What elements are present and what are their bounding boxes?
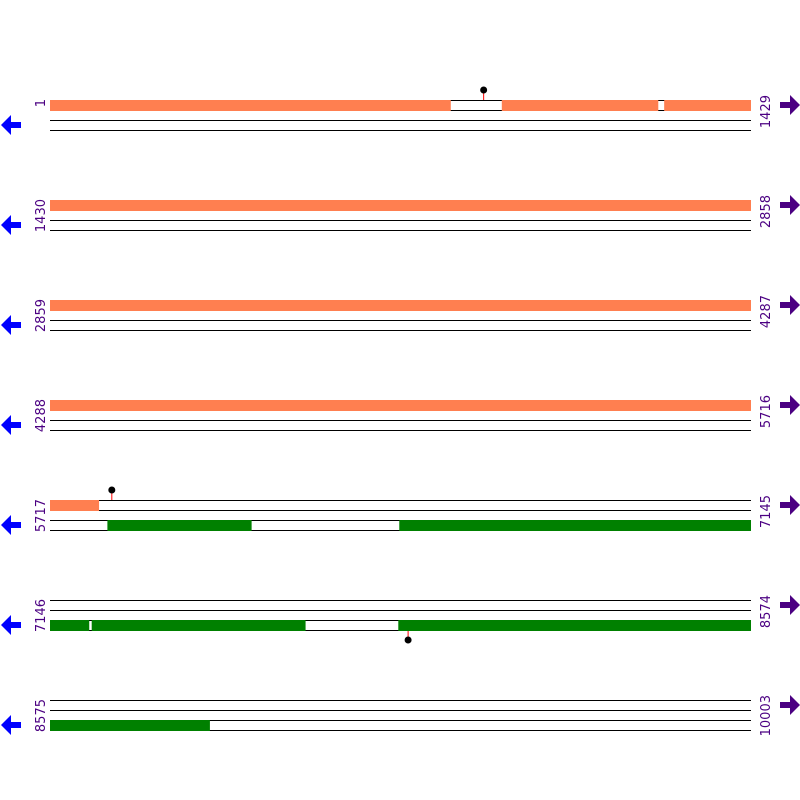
forward-feature[interactable] bbox=[501, 100, 659, 111]
right-arrow-icon[interactable] bbox=[780, 595, 800, 615]
sequence-row: 1 1429 bbox=[1, 86, 800, 135]
sequence-row: 8575 10003 bbox=[1, 695, 800, 736]
reverse-feature[interactable] bbox=[91, 620, 306, 631]
reverse-feature[interactable] bbox=[107, 520, 252, 531]
right-arrow-icon[interactable] bbox=[780, 295, 800, 315]
sequence-row: 7146 8574 bbox=[1, 595, 800, 644]
left-arrow-icon[interactable] bbox=[1, 115, 21, 135]
row-end-label: 8574 bbox=[759, 595, 774, 628]
reverse-feature[interactable] bbox=[398, 620, 751, 631]
row-start-label: 5717 bbox=[34, 499, 49, 532]
left-arrow-icon[interactable] bbox=[1, 315, 21, 335]
row-start-label: 4288 bbox=[34, 399, 49, 432]
sequence-row: 4288 5716 bbox=[1, 395, 800, 435]
right-arrow-icon[interactable] bbox=[780, 395, 800, 415]
sequence-row: 5717 7145 bbox=[1, 486, 800, 535]
row-start-label: 2859 bbox=[34, 299, 49, 332]
forward-feature[interactable] bbox=[50, 300, 751, 311]
right-arrow-icon[interactable] bbox=[780, 95, 800, 115]
reverse-feature[interactable] bbox=[50, 620, 90, 631]
lollipop-marker-icon[interactable] bbox=[480, 86, 488, 101]
left-arrow-icon[interactable] bbox=[1, 415, 21, 435]
right-arrow-icon[interactable] bbox=[780, 195, 800, 215]
forward-feature[interactable] bbox=[50, 400, 751, 411]
row-end-label: 7145 bbox=[759, 495, 774, 528]
row-end-label: 1429 bbox=[759, 95, 774, 128]
reverse-feature[interactable] bbox=[399, 520, 751, 531]
row-end-label: 4287 bbox=[759, 295, 774, 328]
left-arrow-icon[interactable] bbox=[1, 515, 21, 535]
row-start-label: 7146 bbox=[34, 599, 49, 632]
right-arrow-icon[interactable] bbox=[780, 695, 800, 715]
lollipop-marker-icon[interactable] bbox=[108, 486, 116, 501]
row-end-label: 5716 bbox=[759, 395, 774, 428]
left-arrow-icon[interactable] bbox=[1, 615, 21, 635]
lollipop-marker-icon[interactable] bbox=[404, 631, 412, 644]
forward-feature[interactable] bbox=[50, 100, 451, 111]
row-start-label: 1430 bbox=[34, 199, 49, 232]
forward-feature[interactable] bbox=[50, 200, 751, 211]
forward-feature[interactable] bbox=[50, 500, 100, 511]
sequence-row: 2859 4287 bbox=[1, 295, 800, 335]
left-arrow-icon[interactable] bbox=[1, 215, 21, 235]
left-arrow-icon[interactable] bbox=[1, 715, 21, 735]
row-end-label: 2858 bbox=[759, 195, 774, 228]
row-start-label: 1 bbox=[34, 99, 49, 107]
reverse-feature[interactable] bbox=[50, 720, 210, 731]
row-end-label: 10003 bbox=[759, 695, 774, 736]
forward-feature[interactable] bbox=[664, 100, 751, 111]
sequence-row: 1430 2858 bbox=[1, 195, 800, 235]
right-arrow-icon[interactable] bbox=[780, 495, 800, 515]
row-start-label: 8575 bbox=[34, 699, 49, 732]
